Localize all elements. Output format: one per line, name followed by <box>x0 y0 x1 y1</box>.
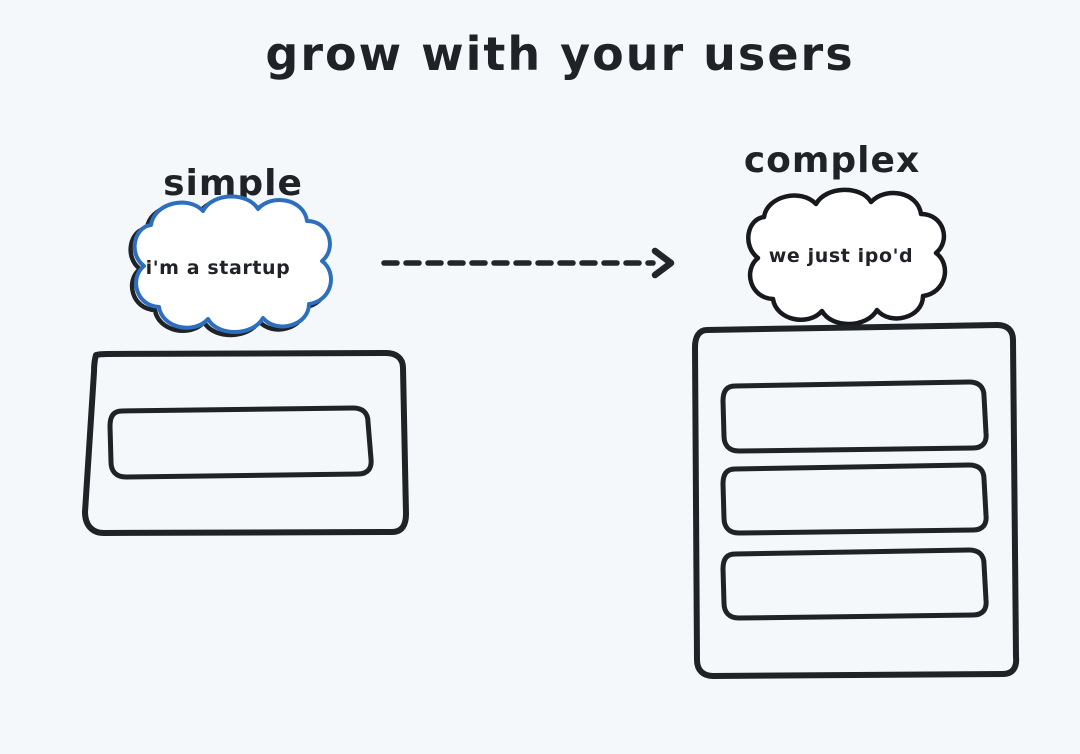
right-group-label: complex <box>744 140 920 181</box>
left-ui-field-1[interactable] <box>107 405 374 480</box>
right-ui-field-2[interactable] <box>720 462 989 536</box>
right-ui-field-3[interactable] <box>720 547 989 621</box>
page-title: grow with your users <box>265 27 854 81</box>
right-group: complex we just ipo'd <box>692 140 1020 679</box>
left-ui-box[interactable] <box>82 350 409 536</box>
right-ui-field-1[interactable] <box>720 379 989 454</box>
left-group: simple i'm a startup <box>82 163 409 536</box>
connector-arrow <box>381 247 675 279</box>
left-cloud-text: i'm a startup <box>146 257 291 279</box>
right-cloud <box>746 187 948 327</box>
right-cloud-text: we just ipo'd <box>769 245 913 267</box>
left-cloud <box>132 194 333 334</box>
right-ui-box[interactable] <box>692 322 1020 679</box>
arrow-head-icon <box>651 247 675 279</box>
